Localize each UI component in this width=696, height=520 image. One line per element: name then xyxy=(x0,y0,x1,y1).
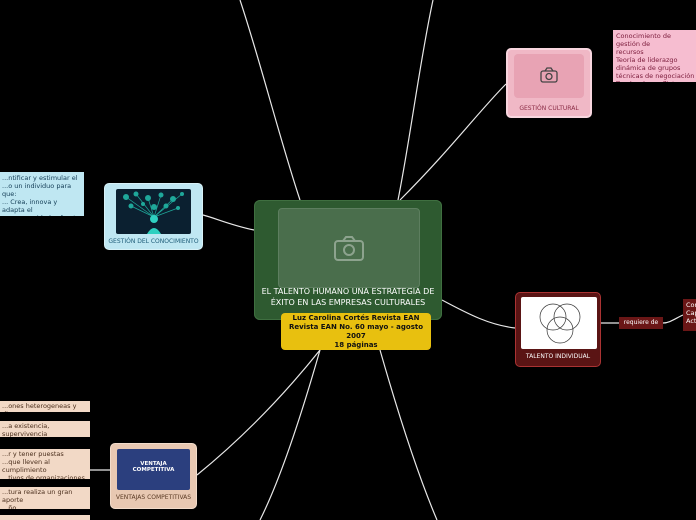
talento-individual-notes: Con Cap Act xyxy=(683,299,696,331)
gestion-cultural-label: GESTIÓN CULTURAL xyxy=(519,105,579,112)
ventajas-note: ...ones heterogeneas y diversas xyxy=(0,401,90,412)
image-placeholder xyxy=(514,54,584,98)
ventajas-label: VENTAJAS COMPETITIVAS xyxy=(115,494,192,501)
gestion-conocimiento-label: GESTIÓN DEL CONOCIMIENTO xyxy=(108,238,199,245)
talento-individual-label: TALENTO INDIVIDUAL xyxy=(525,353,591,360)
image-placeholder xyxy=(278,208,420,288)
gestion-cultural-node[interactable]: GESTIÓN CULTURAL xyxy=(506,48,592,118)
venn-diagram-icon xyxy=(539,303,581,344)
venn-diagram-image xyxy=(521,297,597,349)
central-title: EL TALENTO HUMANO UNA ESTRATEGIA DE ÉXIT… xyxy=(261,287,435,307)
ventaja-image-text: VENTAJA COMPETITIVA xyxy=(132,461,175,473)
ventajas-note: ...a existencia, supervivencia xyxy=(0,421,90,437)
ventaja-image: VENTAJA COMPETITIVA xyxy=(117,449,190,490)
requiere-de-connector[interactable]: requiere de xyxy=(619,317,663,329)
gestion-conocimiento-notes: ...ntificar y estimular el ...o un indiv… xyxy=(0,172,84,216)
knowledge-image xyxy=(116,189,191,234)
camera-icon xyxy=(334,236,364,261)
gestion-conocimiento-node[interactable]: GESTIÓN DEL CONOCIMIENTO xyxy=(104,183,203,250)
reference-note[interactable]: Luz Carolina Cortés Revista EAN Revista … xyxy=(281,313,431,350)
ventajas-competitivas-node[interactable]: VENTAJA COMPETITIVA VENTAJAS COMPETITIVA… xyxy=(110,443,197,509)
gestion-cultural-notes: Conocimiento de gestión de recursos Teor… xyxy=(613,30,696,82)
tree-network-icon xyxy=(123,191,184,234)
ventajas-note: ...tura realiza un gran aporte ...ño xyxy=(0,487,90,509)
talento-individual-node[interactable]: TALENTO INDIVIDUAL xyxy=(515,292,601,367)
camera-icon xyxy=(540,67,558,83)
ventajas-note: ...r y tener puestas ...que lleven al cu… xyxy=(0,449,90,479)
ventajas-note: ... xyxy=(0,515,90,520)
central-topic[interactable]: EL TALENTO HUMANO UNA ESTRATEGIA DE ÉXIT… xyxy=(254,200,442,320)
